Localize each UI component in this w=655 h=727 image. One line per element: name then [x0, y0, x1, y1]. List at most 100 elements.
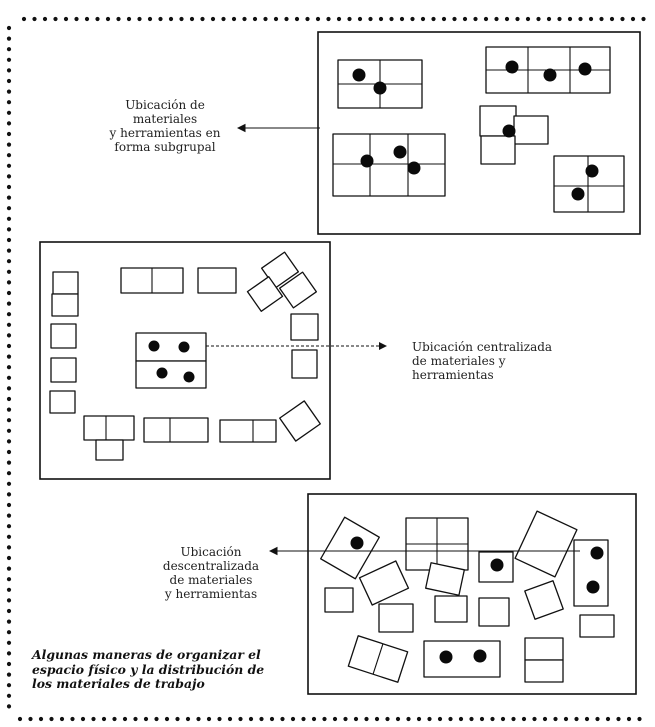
border-dot — [336, 16, 342, 22]
material-dot — [360, 154, 374, 168]
desk-cluster — [553, 155, 625, 213]
border-dot — [137, 16, 142, 22]
dotted-page-border — [6, 16, 646, 722]
border-dot — [630, 16, 636, 22]
material-dot — [148, 340, 160, 352]
border-dot — [490, 716, 495, 722]
border-dot — [242, 16, 247, 22]
border-dot — [6, 460, 12, 465]
border-dot — [6, 683, 12, 688]
border-dot — [6, 57, 12, 62]
subgroup-label: Ubicación de materiales y herramientas e… — [109, 98, 221, 154]
border-dot — [525, 16, 531, 22]
border-dot — [6, 47, 12, 52]
border-dot — [6, 121, 12, 126]
border-dot — [154, 716, 159, 722]
border-dot — [473, 16, 478, 22]
border-dot — [546, 16, 552, 22]
border-dot — [6, 502, 12, 508]
border-dot — [95, 16, 100, 22]
border-dot — [6, 545, 12, 550]
border-dot — [74, 16, 79, 22]
border-dot — [557, 16, 562, 22]
border-dot — [406, 716, 411, 722]
border-dot — [6, 365, 12, 370]
border-dot — [605, 716, 611, 722]
border-dot — [6, 661, 12, 667]
decentralized-layout-panel — [268, 493, 637, 695]
border-dot — [59, 716, 65, 722]
border-dot — [284, 16, 289, 22]
material-dot — [543, 68, 557, 82]
border-dot — [416, 716, 422, 722]
border-dot — [483, 16, 489, 22]
border-dot — [427, 716, 432, 722]
border-dot — [620, 16, 625, 22]
border-dot — [305, 16, 310, 22]
material-dot — [473, 649, 487, 663]
border-dot — [301, 716, 306, 722]
border-dot — [6, 428, 12, 433]
material-dot — [393, 145, 407, 159]
border-dot — [6, 259, 12, 264]
material-dot — [590, 546, 604, 560]
border-dot — [6, 322, 12, 327]
border-dot — [196, 716, 201, 722]
border-dot — [399, 16, 405, 22]
border-dot — [6, 640, 12, 645]
border-dot — [616, 716, 621, 722]
material-dot — [183, 371, 195, 383]
border-dot — [259, 716, 264, 722]
border-dot — [410, 16, 415, 22]
border-dot — [105, 16, 111, 22]
border-dot — [6, 206, 12, 211]
desk-cluster — [337, 59, 423, 109]
border-dot — [6, 89, 12, 94]
border-dot — [311, 716, 317, 722]
border-dot — [80, 716, 86, 722]
border-dot — [6, 534, 12, 539]
border-dot — [248, 716, 254, 722]
border-dot — [6, 248, 12, 253]
border-dot — [17, 716, 23, 722]
border-dot — [6, 153, 12, 158]
border-dot — [6, 693, 12, 698]
border-dot — [189, 16, 195, 22]
border-dot — [469, 716, 474, 722]
border-dot — [6, 301, 12, 306]
border-dot — [6, 481, 12, 486]
border-dot — [6, 577, 12, 582]
material-dot — [502, 124, 516, 138]
material-dot — [439, 650, 453, 664]
border-dot — [378, 16, 384, 22]
border-dot — [504, 16, 510, 22]
border-dot — [6, 386, 12, 391]
border-dot — [6, 110, 12, 115]
border-dot — [6, 174, 12, 179]
border-dot — [273, 16, 279, 22]
border-dot — [364, 716, 369, 722]
border-dot — [6, 216, 12, 221]
border-dot — [6, 195, 12, 200]
border-dot — [185, 716, 191, 722]
border-dot — [206, 716, 212, 722]
material-dot — [178, 341, 190, 353]
border-dot — [179, 16, 184, 22]
border-dot — [6, 227, 12, 232]
border-dot — [479, 716, 485, 722]
border-dot — [200, 16, 205, 22]
border-dot — [389, 16, 394, 22]
border-dot — [6, 25, 12, 31]
border-dot — [49, 716, 54, 722]
border-dot — [231, 16, 237, 22]
border-dot — [441, 16, 447, 22]
subgroup-layout-panel — [236, 31, 641, 235]
border-dot — [395, 716, 401, 722]
border-dot — [437, 716, 443, 722]
desk-cluster — [479, 105, 549, 165]
border-dot — [368, 16, 373, 22]
border-dot — [53, 16, 58, 22]
material-dot — [156, 367, 168, 379]
material-dot — [490, 558, 504, 572]
desk-cluster — [332, 133, 446, 197]
